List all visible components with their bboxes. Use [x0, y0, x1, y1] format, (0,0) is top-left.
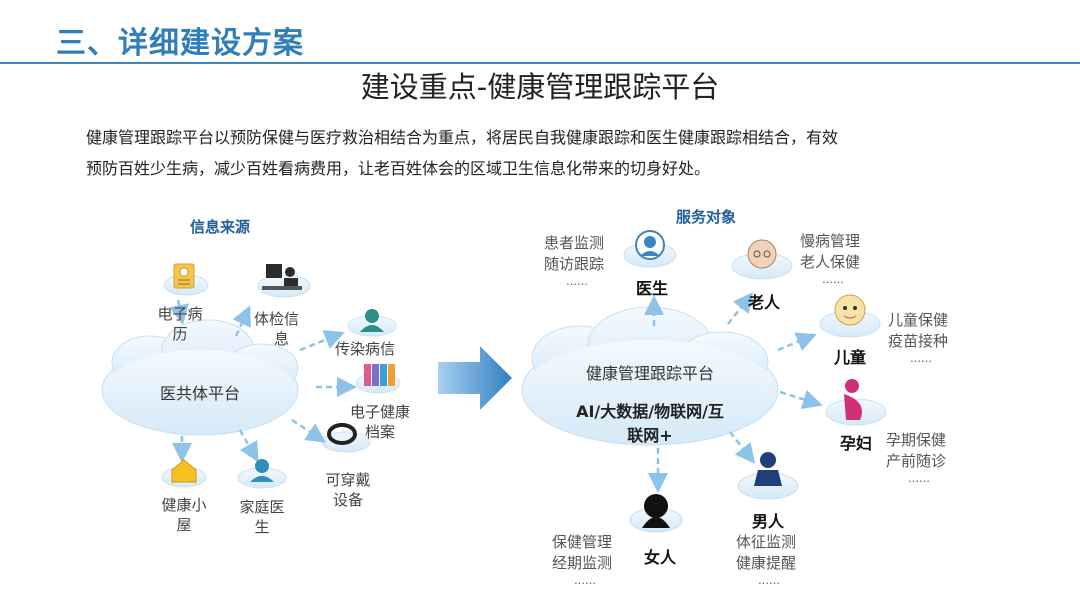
right-platform-cloud [521, 306, 779, 446]
woman-desc: 保健管理 经期监测 …… [552, 533, 613, 587]
physical-exam-icon [262, 264, 302, 290]
source-infectious: 传染病信 [335, 340, 396, 358]
target-elderly: 老人 [747, 293, 780, 312]
pregnant-avatar-icon [844, 379, 862, 420]
elderly-avatar-icon [747, 239, 777, 269]
left-platform-label: 医共体平台 [159, 384, 240, 403]
source-emr: 电子病 历 [157, 305, 203, 343]
target-man: 男人 [751, 512, 784, 531]
health-archive-icon [364, 364, 395, 386]
source-physical-exam: 体检信 息 [254, 310, 300, 348]
woman-avatar-icon [642, 494, 670, 528]
service-target-title: 服务对象 [676, 208, 737, 226]
source-wearable: 可穿戴 设备 [325, 471, 371, 509]
intro-line-2: 预防百姓少生病，减少百姓看病费用，让老百姓体会的区域卫生信息化带来的切身好处。 [86, 159, 711, 178]
pregnant-desc: 孕期保健 产前随诊 …… [886, 431, 947, 485]
source-ehr: 电子健康 档案 [349, 403, 410, 441]
source-health-hut: 健康小 屋 [161, 496, 207, 534]
child-desc: 儿童保健 疫苗接种 …… [888, 311, 949, 365]
target-doctor: 医生 [635, 279, 668, 298]
child-avatar-icon [834, 294, 866, 326]
section-title: 三、详细建设方案 [56, 26, 304, 61]
target-pregnant: 孕妇 [839, 434, 872, 453]
target-child: 儿童 [833, 348, 866, 367]
doctor-avatar-icon [635, 230, 665, 260]
intro-line-1: 健康管理跟踪平台以预防保健与医疗救治相结合为重点，将居民自我健康跟踪和医生健康跟… [86, 128, 839, 147]
medical-record-icon [173, 263, 195, 289]
target-woman: 女人 [643, 548, 676, 567]
source-family-doctor: 家庭医 生 [239, 498, 285, 536]
header-divider [0, 62, 1080, 64]
right-platform-label: 健康管理跟踪平台 AI/大数据/物联网/互 联网+ [576, 364, 724, 445]
man-avatar-icon [754, 452, 782, 486]
wearable-band-icon [327, 423, 357, 445]
family-doctor-icon [250, 459, 274, 482]
health-hut-icon [171, 459, 197, 483]
flow-arrow [438, 346, 512, 410]
info-source-title: 信息来源 [190, 218, 251, 236]
man-desc: 体征监测 健康提醒 …… [736, 533, 797, 587]
doctor-desc: 患者监测 随访跟踪 …… [544, 234, 605, 288]
infectious-doctor-icon [360, 309, 384, 332]
elderly-desc: 慢病管理 老人保健 …… [800, 232, 861, 286]
intro-paragraph: 健康管理跟踪平台以预防保健与医疗救治相结合为重点，将居民自我健康跟踪和医生健康跟… [86, 122, 986, 184]
left-platform-cloud [101, 319, 299, 436]
page-title: 建设重点-健康管理跟踪平台 [360, 70, 720, 104]
